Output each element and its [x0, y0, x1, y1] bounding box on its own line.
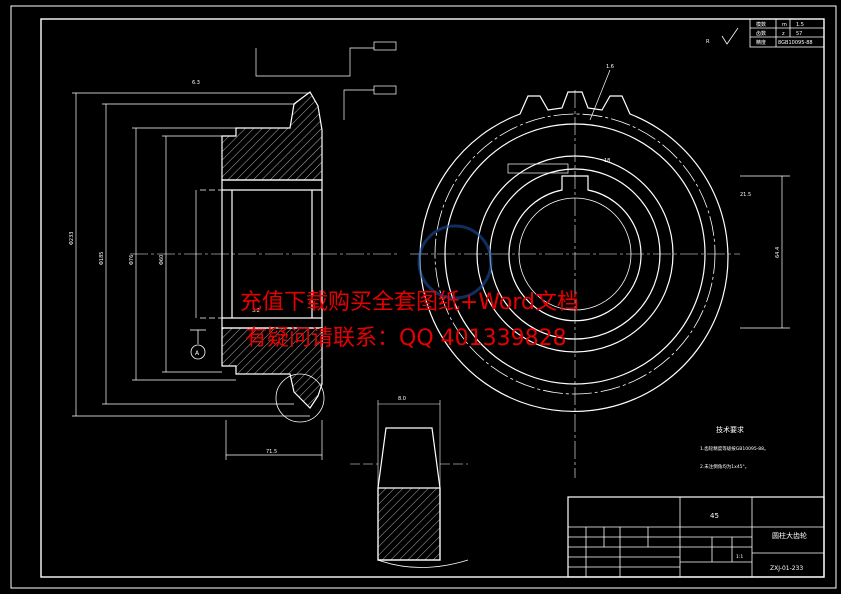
datum-a [190, 329, 206, 360]
param-r1c2: m [782, 22, 787, 28]
dim-bore-dia: Φ60 [159, 255, 165, 265]
watermark-line-1: 充值下载购买全套图纸+Word文档 [240, 290, 579, 315]
tb-scale: 1:1 [736, 554, 743, 560]
detail-circle [275, 373, 325, 423]
param-table [749, 18, 825, 48]
outer-border [10, 5, 837, 589]
dim-keyway: 21.5 [740, 192, 751, 198]
tech-heading: 技术要求 [716, 425, 744, 434]
dim-width: 71.5 [266, 449, 277, 455]
tooth-detail [350, 400, 469, 568]
tech-item-1: 1.齿轮精度等级按GB10095-88。 [700, 445, 769, 452]
tech-item-2: 2.未注倒角均为1x45°。 [700, 463, 749, 470]
title-block [567, 496, 825, 578]
datum-label: A [195, 350, 200, 357]
watermark-line-2: 有疑问请联系：QQ 401339828 [245, 326, 567, 351]
roughness-symbol-general: R [706, 27, 739, 45]
section-view [200, 91, 323, 409]
left-dimensions [72, 41, 397, 460]
dim-right: 64.4 [775, 247, 781, 258]
param-r2c3: 57 [796, 31, 802, 37]
gear-centerlines [410, 90, 740, 478]
tb-drawing-no: ZXJ-01-233 [770, 565, 803, 572]
roughness-gear: 1.6 [606, 64, 614, 70]
param-r1c1: 模数 [756, 21, 766, 28]
gear-front-view [419, 91, 729, 413]
roughness-top: 6.3 [192, 80, 200, 86]
dim-tooth-width: 8.0 [398, 396, 406, 402]
dim-hub-dia: Φ76 [129, 255, 135, 265]
roughness-mid: 3.2 [252, 308, 260, 314]
param-r2c1: 齿数 [756, 30, 766, 37]
tb-part-name: 圆柱大齿轮 [772, 531, 807, 540]
logo-watermark [417, 224, 493, 300]
param-r3c1: 精度 [756, 39, 766, 46]
dim-keyway-w: 18 [604, 158, 610, 164]
param-r2c2: z [782, 31, 785, 37]
inner-border [40, 18, 825, 578]
dim-inner-bore: Φ185 [99, 252, 105, 265]
gear-dims [507, 69, 790, 329]
dim-left-height: Φ233 [69, 232, 75, 245]
param-r1c3: 1.5 [796, 22, 804, 28]
tb-material: 45 [710, 512, 719, 520]
svg-text:R: R [706, 39, 710, 45]
param-r3c3: 8GB10095-88 [778, 40, 813, 46]
